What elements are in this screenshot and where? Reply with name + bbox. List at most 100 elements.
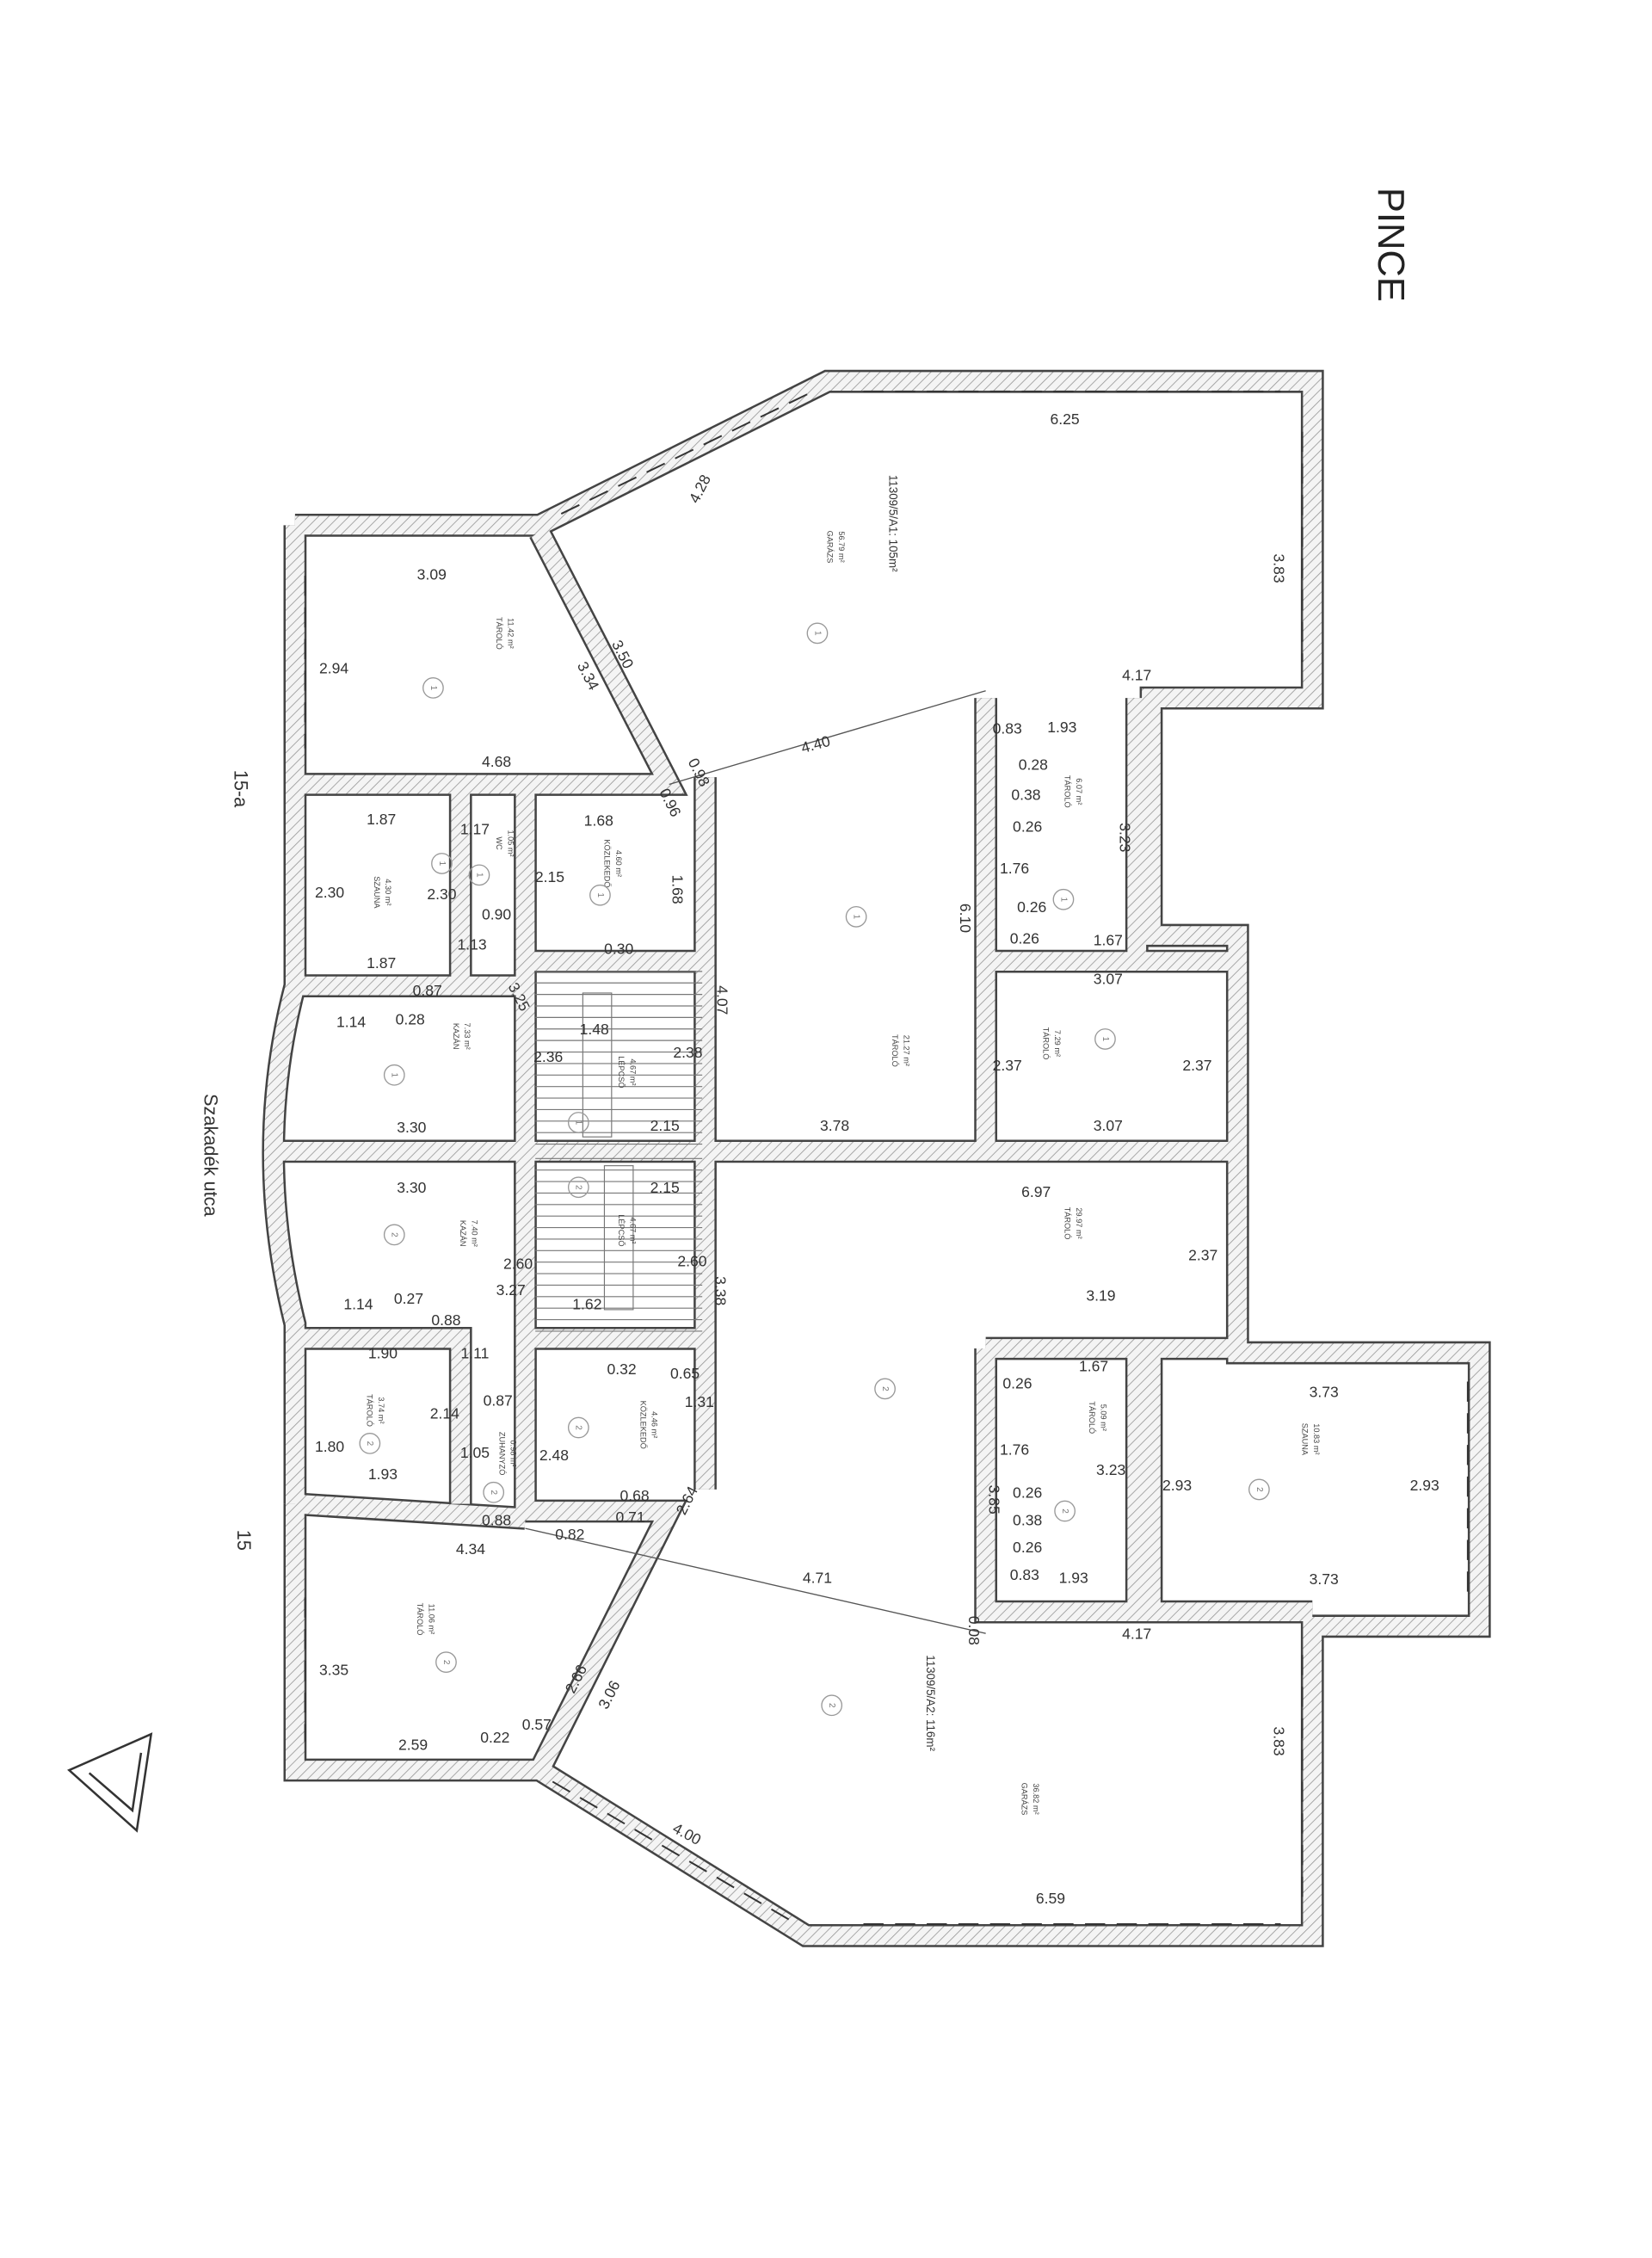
room-area: 4.60 m² [614, 850, 623, 877]
dimension-label: 2.93 [1410, 1477, 1439, 1494]
dimension-label: 2.60 [503, 1255, 533, 1273]
unit-number-circle [1054, 1500, 1076, 1522]
dimension-label: 3.27 [496, 1281, 526, 1299]
dimension-label: 4.28 [686, 472, 714, 506]
unit-number-circle [431, 853, 453, 874]
dimension-label: 1.90 [368, 1344, 398, 1361]
dimension-label: 2.60 [677, 1252, 706, 1269]
room-area: 4.30 m² [384, 879, 392, 905]
room-area: 4.67 m² [629, 1217, 638, 1243]
dimension-label: 0.83 [1010, 1566, 1039, 1583]
unit-number: 2 [441, 1660, 451, 1665]
unit-number-badge: 1 [383, 1064, 405, 1086]
dimension-label: 0.28 [396, 1010, 425, 1027]
room-name: SZAUNA [373, 876, 381, 909]
unit-number-badge: 2 [359, 1433, 381, 1454]
unit-number-circle [359, 1433, 381, 1454]
dimension-label: 1.67 [1079, 1357, 1108, 1374]
dimension-label: 1.48 [580, 1021, 609, 1038]
unit-number-circle [589, 884, 611, 906]
dimension-label: 1.87 [367, 954, 396, 972]
unit-number-badge: 2 [567, 1176, 589, 1199]
unit-number-badge: 2 [483, 1481, 505, 1503]
dimension-label: 3.23 [1096, 1461, 1125, 1478]
dimension-label: 3.78 [820, 1117, 849, 1134]
dimension-label: 1.62 [572, 1296, 601, 1313]
house-number-15: 15 [233, 1530, 255, 1551]
dimension-label: 2.15 [650, 1179, 680, 1196]
house-number-15a: 15-a [231, 770, 252, 808]
unit-number-badge: 1 [1094, 1028, 1116, 1050]
dimension-label: 1.31 [685, 1393, 714, 1410]
dimension-label: 1.93 [1047, 719, 1076, 736]
room-area: 11.42 m² [506, 618, 515, 649]
dimension-label: 4.71 [803, 1569, 832, 1586]
unit-number: 1 [428, 686, 438, 691]
unit-number: 2 [390, 1232, 399, 1237]
unit-number-badge: 2 [821, 1694, 843, 1717]
dimension-label: 2.38 [673, 1044, 702, 1061]
unit-number-badge: 1 [431, 853, 453, 874]
dimension-label: 2.36 [533, 1048, 563, 1065]
dimension-label: 0.38 [1013, 1511, 1042, 1528]
street-name: Szakadék utca [200, 1094, 222, 1217]
dimension-label: 0.08 [965, 1616, 983, 1645]
dimension-label: 1.13 [458, 935, 487, 953]
windows [304, 390, 1469, 1926]
dimension-label: 0.71 [615, 1508, 644, 1526]
dimension-label: 0.22 [480, 1729, 509, 1746]
dimension-label: 3.09 [417, 566, 447, 583]
unit-number-circle [821, 1694, 843, 1717]
room-area: 4.46 m² [650, 1411, 659, 1438]
room-area: 7.33 m² [463, 1023, 472, 1050]
room-area: 56.79 m² [837, 531, 846, 562]
dimension-label: 2.93 [1162, 1477, 1192, 1494]
unit-number: 1 [390, 1072, 399, 1077]
dimension-label: 2.59 [398, 1736, 428, 1753]
room-area: 7.40 m² [471, 1220, 479, 1247]
north-arrow-icon [67, 1732, 153, 1833]
dimension-label: 4.07 [713, 985, 730, 1015]
dimension-label: 6.10 [957, 904, 974, 933]
room-name: TÁROLÓ [495, 617, 503, 650]
dimension-label: 3.73 [1310, 1384, 1339, 1401]
plan-title: PINCE [1370, 188, 1411, 302]
dimension-label: 3.35 [319, 1661, 348, 1678]
dimension-label: 6.25 [1051, 410, 1080, 428]
room-name: TÁROLÓ [366, 1394, 374, 1427]
unit-number: 2 [1254, 1487, 1264, 1492]
room-name: TÁROLÓ [1042, 1027, 1051, 1060]
unit-number: 1 [1100, 1037, 1110, 1042]
dimension-label: 3.07 [1094, 971, 1123, 988]
dimension-label: 1.68 [669, 874, 686, 904]
dimension-label: 3.73 [1310, 1570, 1339, 1588]
dimension-label: 2.37 [993, 1057, 1022, 1074]
dimension-label: 0.26 [1002, 1374, 1032, 1391]
dimension-label: 0.68 [620, 1487, 649, 1504]
dimension-label: 0.65 [670, 1365, 700, 1382]
diagonal-reference-lines [525, 690, 986, 1634]
dimension-label: 2.37 [1188, 1247, 1217, 1264]
unit-number-badge: 2 [1054, 1500, 1076, 1522]
unit-number: 2 [365, 1441, 374, 1447]
dimension-label: 2.94 [319, 659, 348, 676]
room-name: LÉPCSŐ [617, 1214, 626, 1246]
dimension-label: 0.30 [604, 940, 633, 957]
unit-number-circle [567, 1416, 589, 1439]
dimension-label: 1.80 [315, 1438, 344, 1455]
room-name: TÁROLÓ [1063, 1207, 1072, 1240]
room-area: 3.74 m² [377, 1397, 385, 1423]
dimension-label: 0.87 [413, 982, 442, 999]
dimension-label: 6.59 [1036, 1890, 1065, 1907]
room-area: 36.82 m² [1032, 1783, 1040, 1814]
dimension-label: 0.26 [1013, 1539, 1042, 1556]
